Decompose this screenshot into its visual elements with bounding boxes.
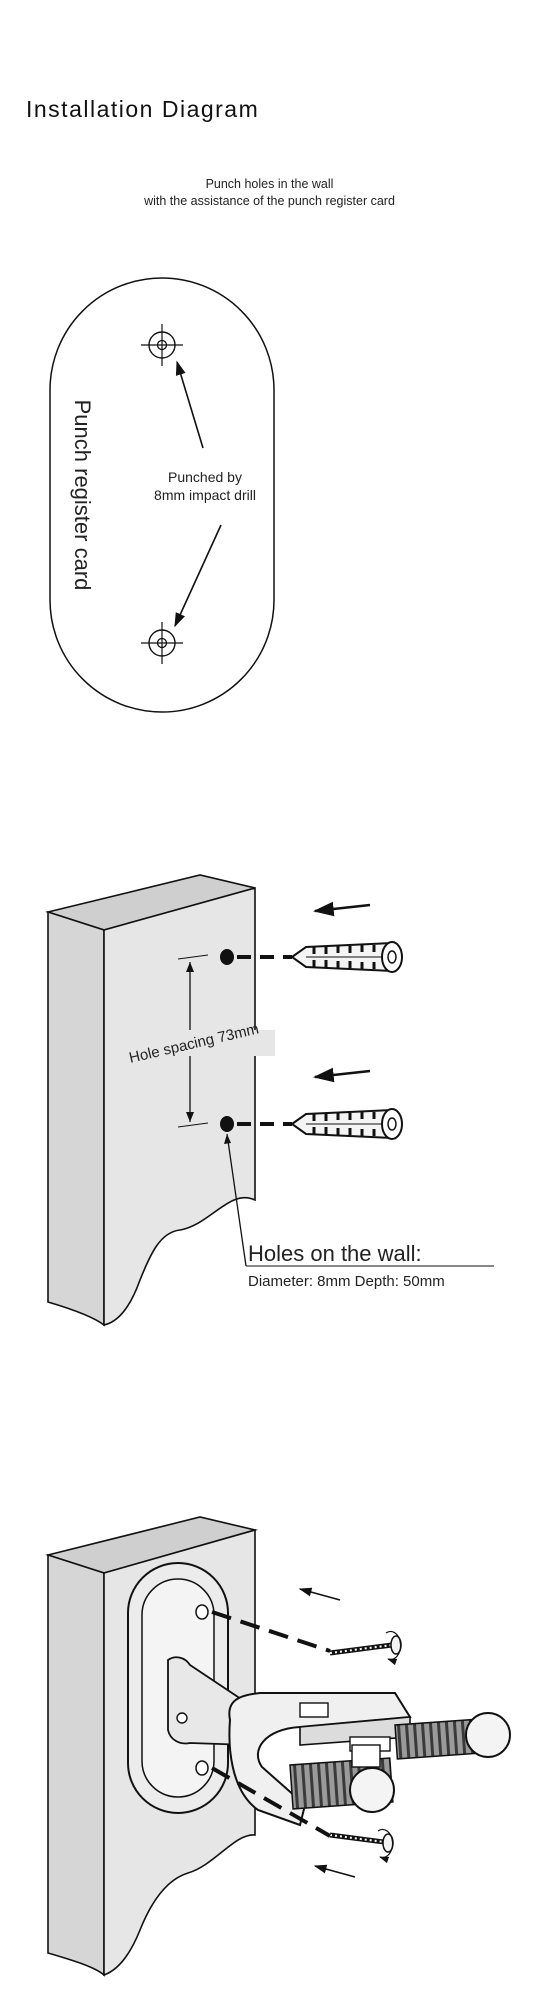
card-outline xyxy=(49,277,275,713)
arm-end-cap-front xyxy=(349,1767,395,1813)
wall-hole-top xyxy=(220,949,234,965)
drill-note-line-1: Punched by xyxy=(168,469,242,485)
arrow-to-top-hole xyxy=(175,360,204,449)
wall-holes-spec: Diameter: 8mm Depth: 50mm xyxy=(248,1273,445,1290)
insert-arrow-bottom xyxy=(312,1067,371,1083)
drill-note-line-2: 8mm impact drill xyxy=(154,487,256,503)
wall-front-face xyxy=(103,886,256,1326)
bracket-mounting-figure xyxy=(45,1516,511,1977)
wall-anchor-top xyxy=(290,940,404,974)
wall-holes-figure: Hole spacing 73mm Holes on the wall: Dia… xyxy=(45,874,494,1327)
screw-top xyxy=(329,1630,402,1666)
bottom-hole-crosshair-icon xyxy=(141,622,183,664)
insert-arrow-top xyxy=(312,901,371,917)
screw-hole-bottom xyxy=(195,1760,209,1776)
wall-side-face xyxy=(47,910,105,1327)
direction-arrow-bottom xyxy=(313,1864,356,1878)
direction-arrow-top xyxy=(298,1587,341,1601)
diagram-title: Installation Diagram xyxy=(26,96,260,122)
wall-side-face xyxy=(47,1553,105,1977)
punch-register-card-figure: Punch register card Punched by 8mm impac… xyxy=(49,277,275,713)
wall-hole-bottom xyxy=(220,1116,234,1132)
wall-anchor-bottom xyxy=(290,1107,404,1141)
wall-holes-heading: Holes on the wall: xyxy=(248,1241,422,1266)
instruction-line-2: with the assistance of the punch registe… xyxy=(144,194,395,208)
screw-bottom xyxy=(329,1828,394,1864)
holder-body xyxy=(228,1692,412,1827)
instruction-line-1: Punch holes in the wall xyxy=(205,177,334,191)
screw-hole-top xyxy=(195,1604,209,1620)
arrow-to-bottom-hole xyxy=(174,524,222,628)
top-hole-crosshair-icon xyxy=(141,324,183,366)
arm-end-cap-back xyxy=(465,1712,511,1758)
card-label: Punch register card xyxy=(70,400,95,591)
instructions: Punch holes in the wall with the assista… xyxy=(0,176,539,210)
